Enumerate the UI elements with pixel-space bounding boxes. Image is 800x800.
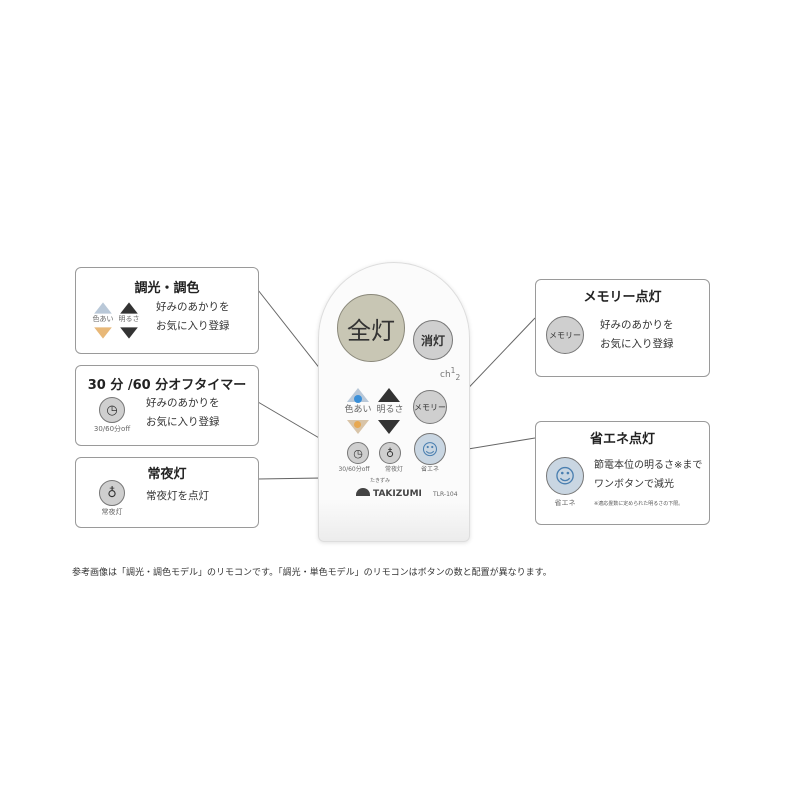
clock-icon: ◷ <box>99 397 125 423</box>
color-up-icon <box>94 302 112 314</box>
callout-note: ※適応畳数に定められた明るさの下限。 <box>594 501 684 507</box>
bulb-icon: ♁ <box>99 480 125 506</box>
icon-label: 省エネ <box>554 499 576 507</box>
callout-text: 常夜灯を点灯 <box>146 490 209 502</box>
brightness-up-icon <box>120 302 138 314</box>
off-label: 消灯 <box>420 333 445 348</box>
callout-text: 好みのあかりを <box>156 301 230 313</box>
callout-title: 常夜灯 <box>147 467 187 482</box>
model-number: TLR-104 <box>433 491 458 498</box>
callout-text: ワンボタンで減光 <box>594 479 674 490</box>
callout-eco: 省エネ点灯 ☺ 省エネ 節電本位の明るさ※まで ワンボタンで減光 ※適応畳数に定… <box>535 421 710 525</box>
callout-timer: 30 分 /60 分オフタイマー ◷ 30/60分off 好みのあかりを お気に… <box>75 365 259 446</box>
callout-text: 好みのあかりを <box>146 397 220 409</box>
color-down-icon <box>94 327 112 339</box>
brightness-down-icon <box>120 327 138 339</box>
timer-button[interactable]: ◷ <box>347 442 369 464</box>
color-label: 色あい <box>344 405 372 415</box>
smile-icon: ☺ <box>546 457 584 495</box>
icon-label: 色あい <box>92 315 114 323</box>
brand-mark-icon <box>356 488 370 496</box>
icon-label: 常夜灯 <box>101 508 123 516</box>
memory-button[interactable]: メモリー <box>413 390 447 424</box>
icon-label: 30/60分off <box>93 425 131 433</box>
color-dot-icon <box>354 395 362 403</box>
all-on-label: 全灯 <box>347 316 395 345</box>
brand-kana: たきずみ <box>369 478 390 484</box>
callout-night-light: 常夜灯 ♁ 常夜灯 常夜灯を点灯 <box>75 457 259 528</box>
clock-icon: ◷ <box>353 446 363 460</box>
eco-label: 省エネ <box>420 466 439 473</box>
night-label: 常夜灯 <box>384 466 403 473</box>
memory-icon: メモリー <box>546 316 584 354</box>
brand-logo: TAKIZUMI <box>356 488 422 500</box>
callout-title: 省エネ点灯 <box>589 432 655 447</box>
channel-indicator: ch12 <box>440 366 461 382</box>
night-light-button[interactable]: ♁ <box>379 442 401 464</box>
callout-title: 30 分 /60 分オフタイマー <box>87 378 247 393</box>
footnote: 参考画像は「調光・調色モデル」のリモコンです。「調光・単色モデル」のリモコンはボ… <box>72 568 552 578</box>
callout-text: お気に入り登録 <box>156 320 230 332</box>
callout-text: 好みのあかりを <box>600 319 674 331</box>
brightness-down-button[interactable] <box>378 420 400 434</box>
smile-icon: ☺ <box>421 439 439 459</box>
callout-text: 節電本位の明るさ※まで <box>594 460 703 471</box>
color-warm-dot-icon <box>354 421 361 428</box>
callout-title: 調光・調色 <box>134 281 200 296</box>
callout-memory: メモリー点灯 メモリー 好みのあかりを お気に入り登録 <box>535 279 710 377</box>
callout-text: お気に入り登録 <box>600 338 674 350</box>
off-button[interactable]: 消灯 <box>413 320 453 360</box>
all-on-button[interactable]: 全灯 <box>337 294 405 362</box>
brightness-label: 明るさ <box>376 405 404 415</box>
callout-dimming: 調光・調色 色あい 明るさ 好みのあかりを お気に入り登録 <box>75 267 259 354</box>
brightness-up-button[interactable] <box>378 388 400 402</box>
eco-button[interactable]: ☺ <box>414 433 446 465</box>
timer-label: 30/60分off <box>338 466 370 473</box>
callout-text: お気に入り登録 <box>146 416 220 428</box>
callout-title: メモリー点灯 <box>583 290 662 305</box>
bulb-icon: ♁ <box>385 446 395 460</box>
memory-label: メモリー <box>414 402 446 412</box>
icon-label: 明るさ <box>118 315 140 323</box>
